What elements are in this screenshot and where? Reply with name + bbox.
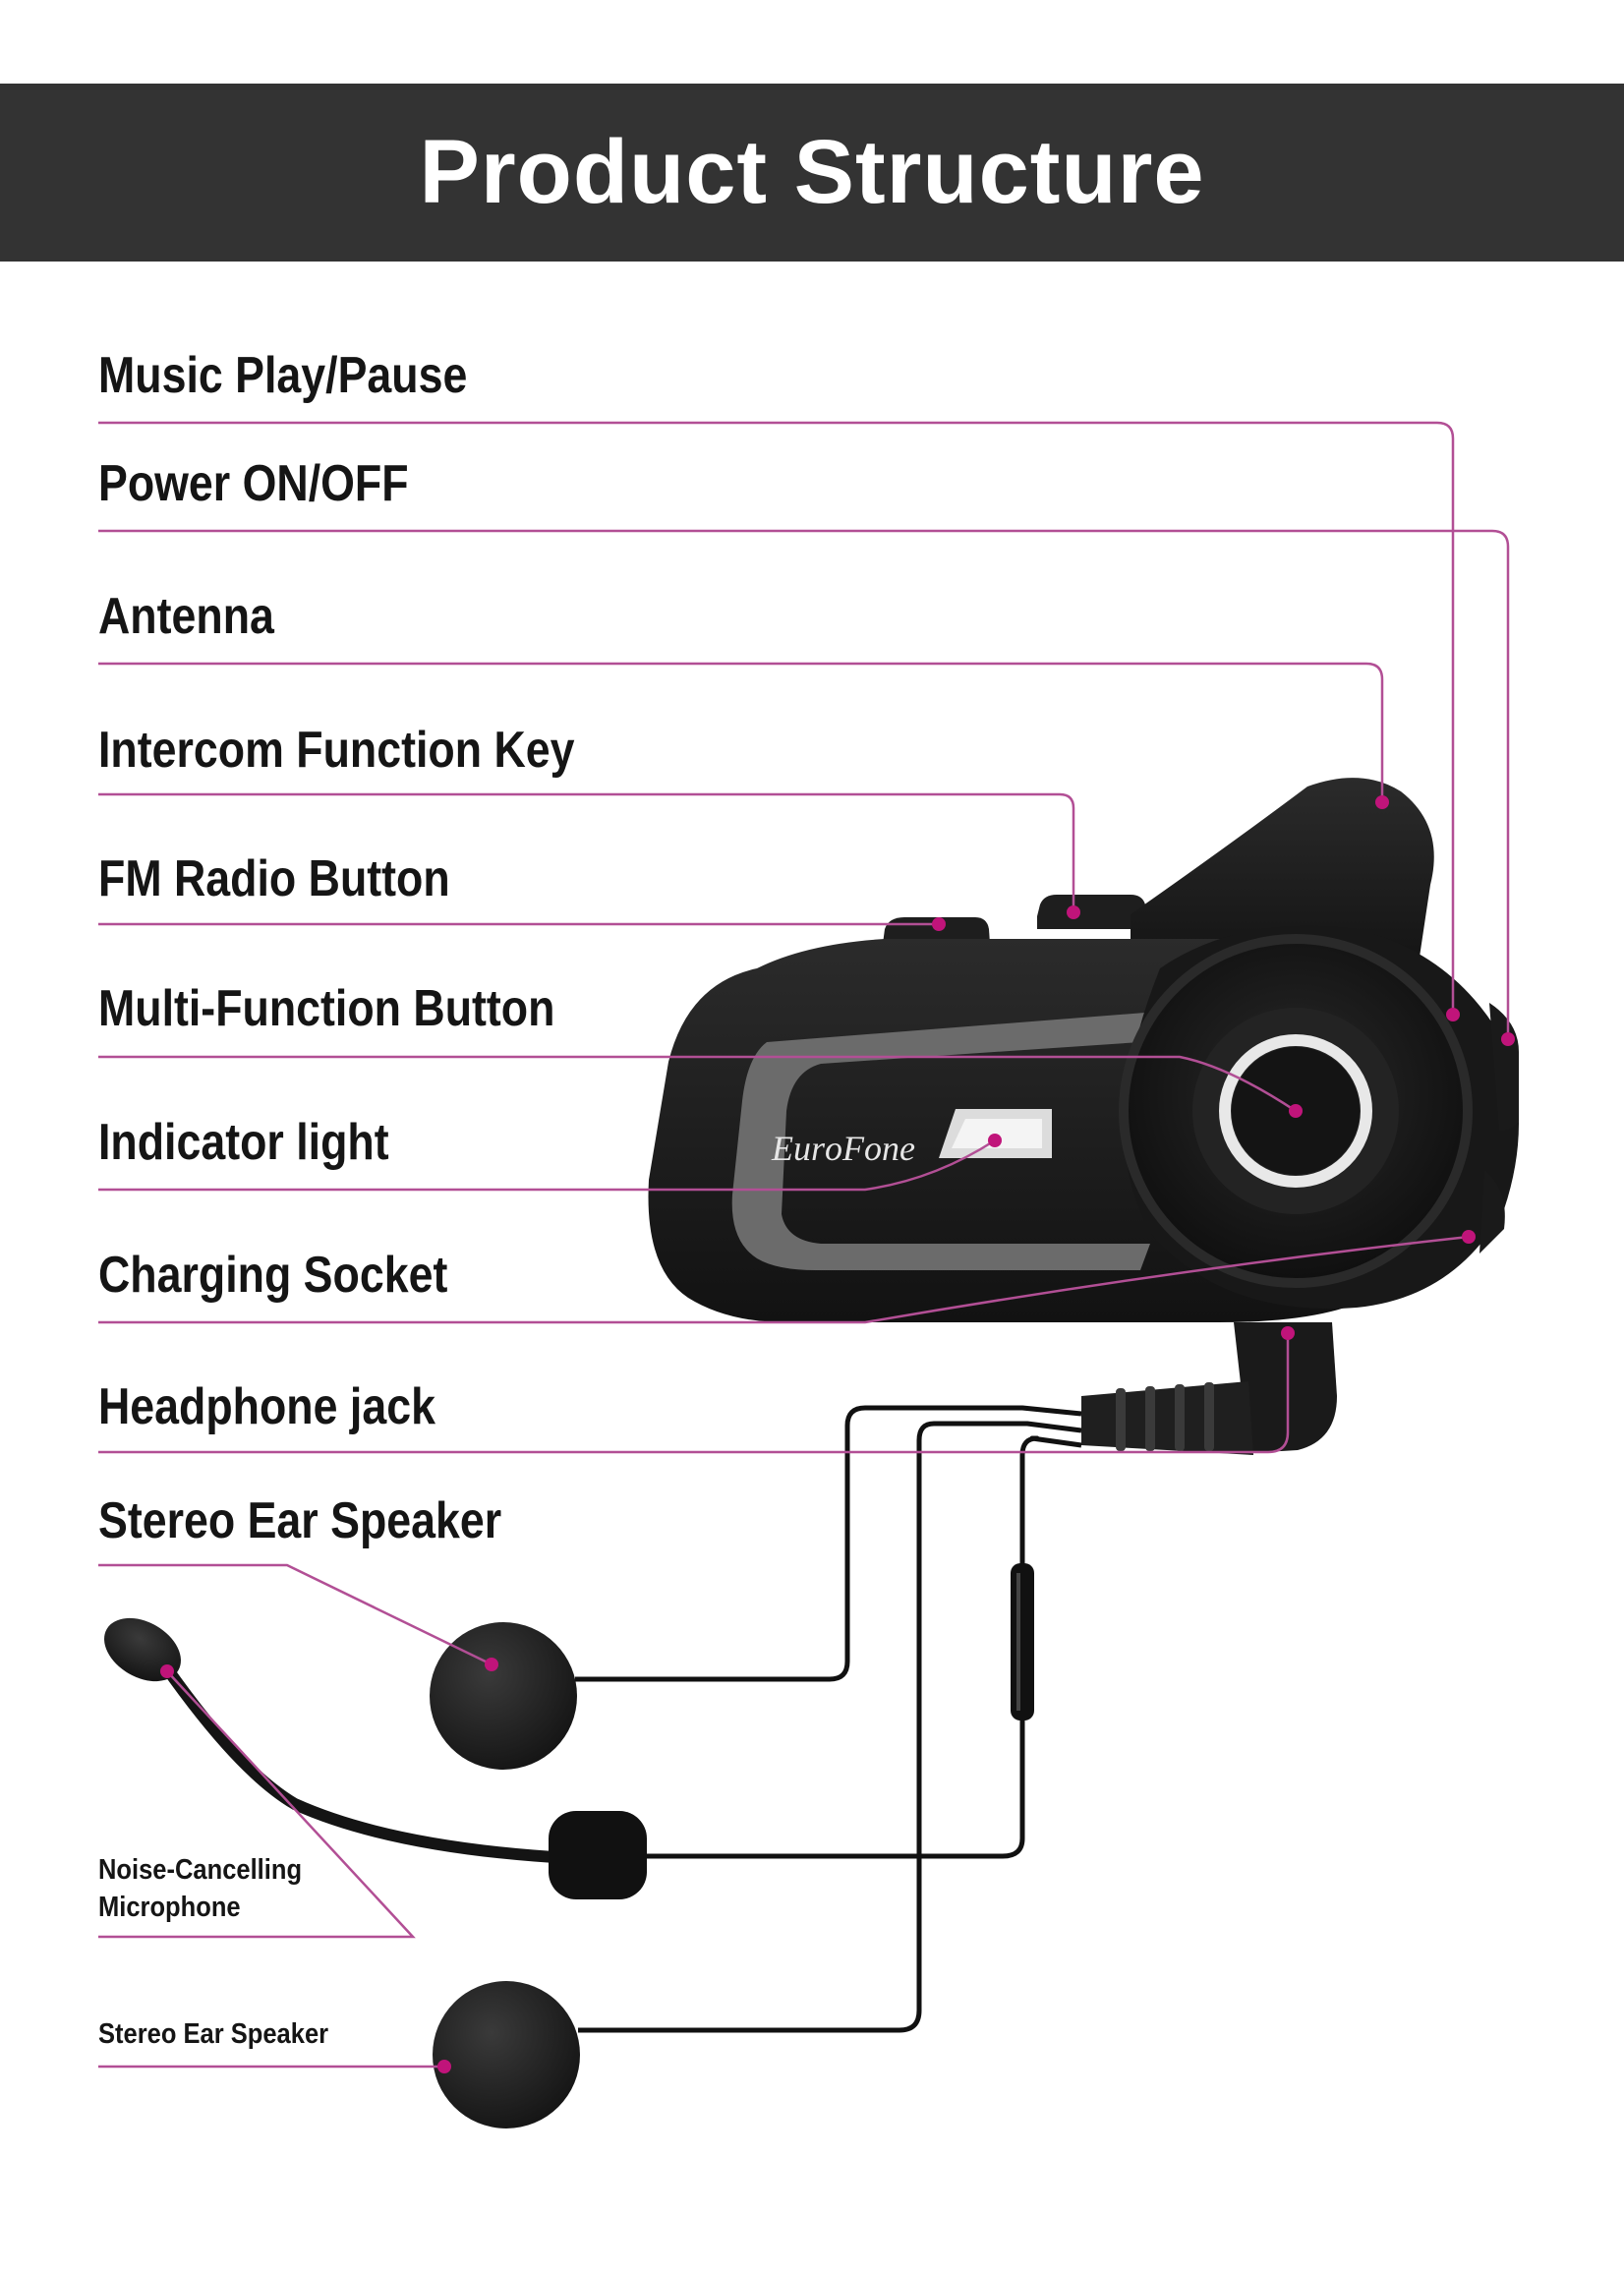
dot-multi-function: [1289, 1104, 1303, 1118]
strain-relief-ribs: [1116, 1382, 1214, 1451]
leader-noise-cancelling-microphone: [98, 1670, 416, 1939]
cable-connector-highlight: [1016, 1573, 1020, 1711]
charging-socket-cover: [1479, 1170, 1505, 1254]
label-noise-cancelling-line1: Noise-Cancelling: [98, 1854, 303, 1886]
boom-microphone-icon: [104, 1617, 647, 1899]
microphone-base: [549, 1811, 647, 1899]
label-multi-function: Multi-Function Button: [98, 980, 555, 1037]
dot-music-play-pause: [1446, 1008, 1460, 1021]
leader-multi-function: [98, 1055, 1297, 1113]
dot-antenna: [1375, 795, 1389, 809]
strain-relief-rib: [1145, 1386, 1155, 1451]
label-charging-socket: Charging Socket: [98, 1247, 448, 1304]
cable-bottom-speaker: [578, 1421, 1082, 2033]
cable-microphone: [644, 1435, 1082, 1859]
label-fm-radio: FM Radio Button: [98, 850, 450, 907]
strain-relief-rib: [1175, 1384, 1185, 1451]
cable-top-speaker: [575, 1405, 1082, 1682]
label-noise-cancelling-line2: Microphone: [98, 1892, 241, 1923]
strain-relief-rib: [1116, 1388, 1126, 1451]
cables: [575, 1405, 1082, 2033]
leader-lines: [98, 421, 1510, 2069]
label-stereo-ear-speaker-bottom: Stereo Ear Speaker: [98, 2018, 329, 2050]
label-indicator-light: Indicator light: [98, 1114, 389, 1171]
cable-neck: [1234, 1322, 1337, 1453]
dot-power: [1501, 1032, 1515, 1046]
label-antenna: Antenna: [98, 588, 274, 645]
dot-headphone-jack: [1281, 1326, 1295, 1340]
page-title: Product Structure: [419, 122, 1205, 222]
leader-power: [98, 529, 1510, 1039]
intercom-key: [1037, 895, 1148, 929]
strain-relief: [1081, 1381, 1253, 1455]
ear-speaker-icon: [433, 1981, 580, 2128]
label-noise-cancelling-microphone: Noise-Cancelling Microphone: [98, 1851, 302, 1926]
dot-indicator-light: [988, 1134, 1002, 1147]
leader-dots: [160, 795, 1515, 2073]
dot-stereo-ear-speaker-top: [485, 1658, 498, 1671]
dot-noise-cancelling-microphone: [160, 1664, 174, 1678]
dot-charging-socket: [1462, 1230, 1476, 1244]
leader-antenna: [98, 662, 1384, 802]
leader-stereo-ear-speaker-top: [98, 1563, 493, 1666]
leader-music-play-pause: [98, 421, 1455, 1015]
cable-connector: [1011, 1563, 1034, 1720]
label-power: Power ON/OFF: [98, 455, 409, 512]
device-grey-trim: [731, 1013, 1150, 1270]
dot-stereo-ear-speaker-bottom: [437, 2060, 451, 2073]
header-banner: Product Structure: [0, 84, 1624, 262]
leader-indicator-light: [98, 1138, 996, 1192]
label-music-play-pause: Music Play/Pause: [98, 347, 468, 404]
label-intercom-key: Intercom Function Key: [98, 722, 575, 779]
leader-intercom-key: [98, 792, 1075, 912]
strain-relief-rib: [1204, 1382, 1214, 1451]
microphone-tip-foam: [104, 1617, 181, 1682]
label-headphone-jack: Headphone jack: [98, 1378, 435, 1435]
brand-logo: EurоFone: [771, 1129, 915, 1168]
microphone-boom-arm: [149, 1646, 576, 1864]
label-stereo-ear-speaker-top: Stereo Ear Speaker: [98, 1492, 502, 1549]
indicator-window-inner: [952, 1119, 1042, 1148]
dot-fm-radio: [932, 917, 946, 931]
intercom-unit-icon: EurоFone: [648, 778, 1519, 1455]
leader-headphone-jack: [98, 1333, 1290, 1454]
dot-intercom-key: [1067, 905, 1080, 919]
ear-speaker-icon: [430, 1622, 577, 1770]
dial-white-ring: [1219, 1034, 1372, 1188]
leader-charging-socket: [98, 1235, 1470, 1324]
